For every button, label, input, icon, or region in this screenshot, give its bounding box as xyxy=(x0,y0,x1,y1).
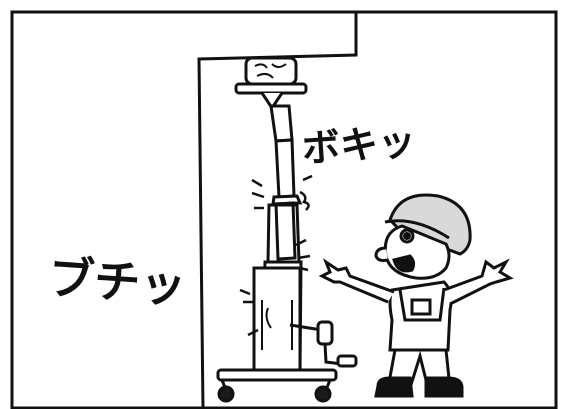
sfx-snap-text: ボキッ xyxy=(301,119,418,171)
lift-top-bracket xyxy=(234,56,308,111)
worker-left-arm xyxy=(318,258,395,304)
panel-border xyxy=(10,10,558,409)
sfx-twang-text: ブチッ xyxy=(47,250,188,313)
lift-base-unit xyxy=(252,266,302,376)
worker-boots xyxy=(374,376,464,398)
worker-figure xyxy=(318,193,514,398)
lift-caster-base xyxy=(216,368,338,403)
worker-right-arm xyxy=(443,258,514,306)
crank-handle xyxy=(289,320,358,368)
motion-lines xyxy=(239,174,313,337)
hard-hat xyxy=(388,193,472,256)
